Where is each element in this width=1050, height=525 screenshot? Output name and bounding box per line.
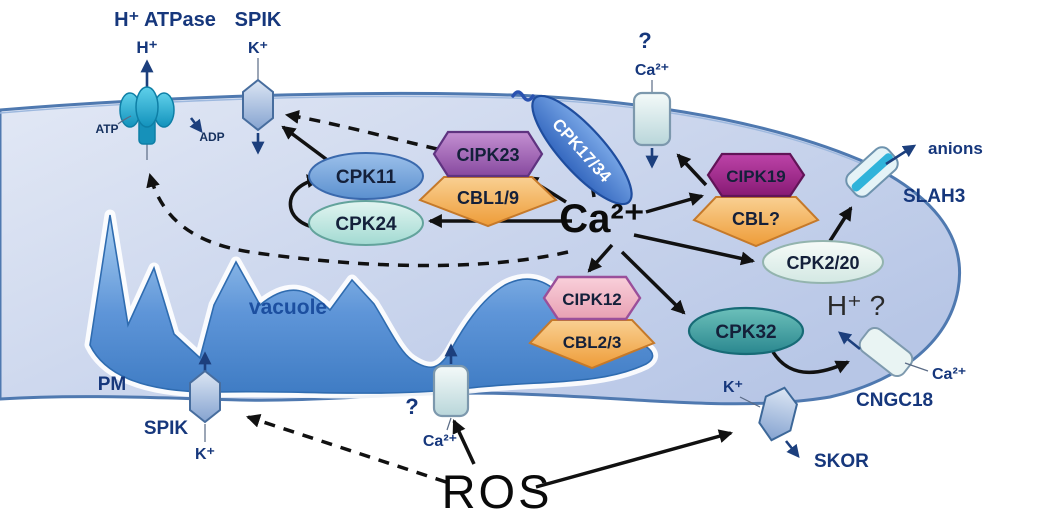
ca-to-atpase-dashed-arrow xyxy=(146,172,569,268)
vacuole-label: vacuole xyxy=(249,296,327,319)
cpk24-ellipse xyxy=(308,200,424,246)
cblq-label: CBL? xyxy=(732,209,780,229)
pm-label: PM xyxy=(98,374,127,395)
cpk220-label: CPK2/20 xyxy=(786,253,859,273)
k-efflux-arrow xyxy=(784,440,800,459)
ros-to-ca-channel-arrow xyxy=(452,419,476,465)
cbl23-label: CBL2/3 xyxy=(563,333,622,352)
adp-arrow xyxy=(189,117,203,134)
cipk12-hexagon xyxy=(542,275,642,321)
spik-top-channel xyxy=(242,78,274,132)
h-plus-q-label: H⁺ ? xyxy=(827,290,885,321)
cpk32-label: CPK32 xyxy=(715,322,776,343)
k-bottom-label: K⁺ xyxy=(195,446,215,463)
cpk32-to-cngc18-arrow xyxy=(771,351,850,375)
skor-channel xyxy=(758,386,798,442)
membrane-anchor-squiggle xyxy=(511,90,535,102)
anion-efflux-arrow xyxy=(885,144,917,166)
cpk1734-ellipse xyxy=(531,94,633,206)
atp-label: ATP xyxy=(95,122,118,136)
ros-label: ROS xyxy=(442,465,553,518)
h-plus-label: H⁺ xyxy=(136,38,157,57)
slah3-label: SLAH3 xyxy=(903,186,965,207)
skor-label: SKOR xyxy=(814,451,869,472)
ca-bottom-channel xyxy=(432,364,470,418)
k-top-label: K⁺ xyxy=(248,40,268,57)
cipk19-to-ca-channel-arrow xyxy=(676,153,708,187)
spik-bottom-channel xyxy=(189,369,221,424)
cpk11-ellipse xyxy=(308,152,424,200)
cpk220-to-slah3-arrow xyxy=(828,206,853,242)
cngc18-label: CNGC18 xyxy=(856,390,933,411)
ros-to-skor-arrow xyxy=(535,429,734,489)
cipk19-hexagon xyxy=(706,152,806,198)
ca-top-channel xyxy=(632,91,672,147)
anions-label: anions xyxy=(928,139,983,158)
ca-center-label: Ca²⁺ xyxy=(559,197,645,241)
k-skor-label: K⁺ xyxy=(723,379,743,396)
cipk12-label: CIPK12 xyxy=(562,290,622,309)
h-atpase-label: H⁺ ATPase xyxy=(114,9,216,31)
spik-top-label: SPIK xyxy=(235,9,282,31)
ros-to-spik-dashed-arrow xyxy=(246,414,447,484)
cngc18-channel xyxy=(858,326,914,378)
slah3-channel-stripe xyxy=(851,153,894,192)
cipk19-label: CIPK19 xyxy=(726,167,786,186)
ca-to-cblq-arrow xyxy=(645,192,705,214)
cpk24-to-cpk11-arrow xyxy=(288,174,322,230)
ca-top-label: Ca²⁺ xyxy=(635,62,669,79)
cipk23-label: CIPK23 xyxy=(456,145,519,165)
q-top-label: ? xyxy=(638,28,651,53)
ca-to-cpk32-arrow xyxy=(620,250,686,315)
cbl19-label: CBL1/9 xyxy=(457,188,519,208)
ca-bottom-label: Ca²⁺ xyxy=(423,433,457,450)
h-atpase-pump xyxy=(117,59,203,160)
spik-bottom-label: SPIK xyxy=(144,418,189,439)
ca-to-cpk220-arrow xyxy=(633,233,756,266)
cpk220-ellipse xyxy=(762,240,884,284)
cipk23-hexagon xyxy=(432,130,544,178)
ca-right-label: Ca²⁺ xyxy=(932,366,966,383)
adp-label: ADP xyxy=(199,130,224,144)
cpk32-ellipse xyxy=(687,306,805,356)
ca-influx-arrow-right xyxy=(837,331,861,351)
ca-to-cipk12-arrow xyxy=(587,243,614,273)
q-bottom-label: ? xyxy=(405,394,418,419)
cpk11-label: CPK11 xyxy=(336,167,397,188)
cpk24-label: CPK24 xyxy=(335,214,397,235)
